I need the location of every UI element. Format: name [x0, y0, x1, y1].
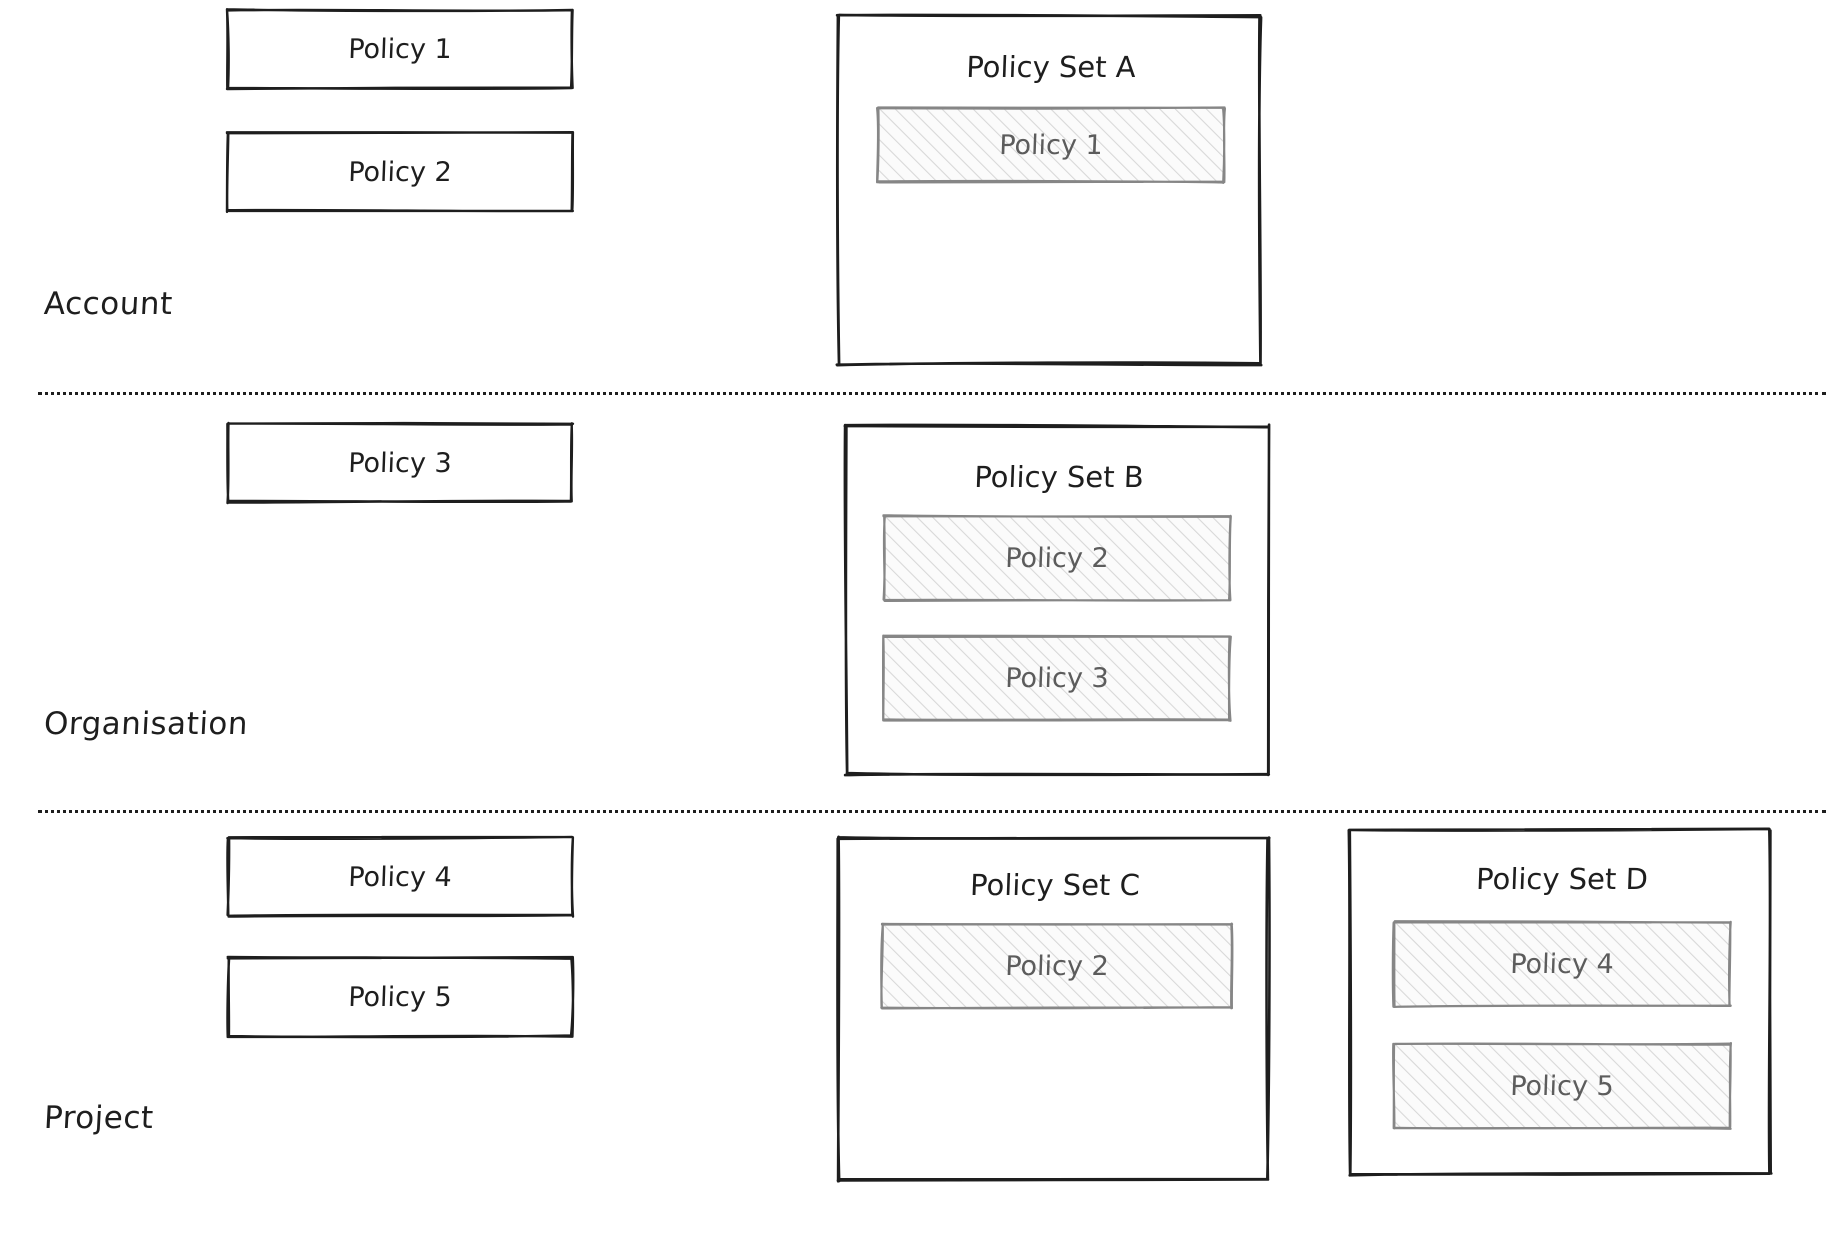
- tier-label-account: Account: [43, 286, 174, 322]
- policy-chip-policy-set-a-policy-1[interactable]: Policy 1: [876, 106, 1226, 184]
- divider-organisation-project: [38, 810, 1826, 813]
- policy-chip-policy-set-d-policy-4[interactable]: Policy 4: [1391, 920, 1732, 1008]
- policy-chip-policy-set-c-policy-2[interactable]: Policy 2: [880, 922, 1234, 1010]
- policy-chip-policy-set-d-policy-5[interactable]: Policy 5: [1392, 1042, 1732, 1130]
- policy-chip-policy-set-b-policy-2[interactable]: Policy 2: [882, 514, 1232, 602]
- tier-label-project: Project: [43, 1100, 155, 1136]
- policy-box-policy-3[interactable]: Policy 3: [226, 421, 575, 505]
- tier-label-organisation: Organisation: [43, 706, 250, 742]
- policy-chip-policy-set-b-policy-3[interactable]: Policy 3: [881, 634, 1232, 722]
- policy-box-policy-5[interactable]: Policy 5: [226, 955, 575, 1039]
- divider-account-organisation: [38, 392, 1826, 395]
- policy-box-policy-4[interactable]: Policy 4: [226, 835, 575, 918]
- policy-box-policy-1[interactable]: Policy 1: [225, 7, 574, 91]
- policy-box-policy-2[interactable]: Policy 2: [225, 130, 575, 214]
